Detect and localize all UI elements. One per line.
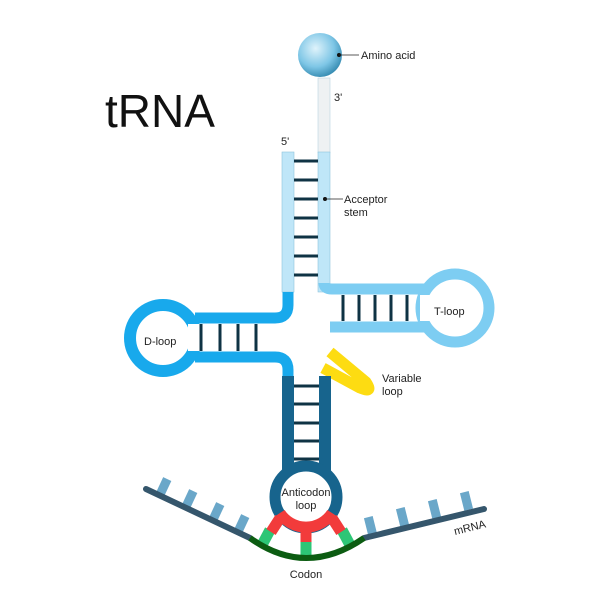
label-t-loop: T-loop	[434, 306, 465, 318]
label-mrna: mRNA	[453, 518, 488, 538]
anticodon-arm	[266, 376, 346, 542]
codon-bases	[257, 527, 355, 556]
label-5-prime: 5'	[281, 136, 289, 148]
label-3-prime: 3'	[334, 92, 342, 104]
variable-loop	[320, 347, 375, 396]
label-acceptor-stem-2: stem	[344, 207, 368, 219]
label-acceptor-stem-1: Acceptor	[344, 194, 388, 206]
label-d-loop: D-loop	[144, 336, 176, 348]
title: tRNA	[105, 85, 215, 137]
t-arm	[318, 268, 495, 348]
label-codon: Codon	[290, 569, 322, 581]
codon-backbone	[248, 535, 366, 561]
label-amino-acid: Amino acid	[361, 50, 415, 62]
label-anticodon-loop-1: Anticodon	[282, 487, 331, 499]
amino-acid-sphere	[298, 33, 342, 77]
mrna-strand	[143, 477, 487, 541]
label-anticodon-loop-2: loop	[296, 500, 317, 512]
d-arm	[124, 292, 294, 378]
acceptor-stem	[281, 77, 331, 293]
mrna-bases	[155, 477, 474, 536]
label-variable-loop-2: loop	[382, 386, 403, 398]
label-variable-loop-1: Variable	[382, 373, 422, 385]
